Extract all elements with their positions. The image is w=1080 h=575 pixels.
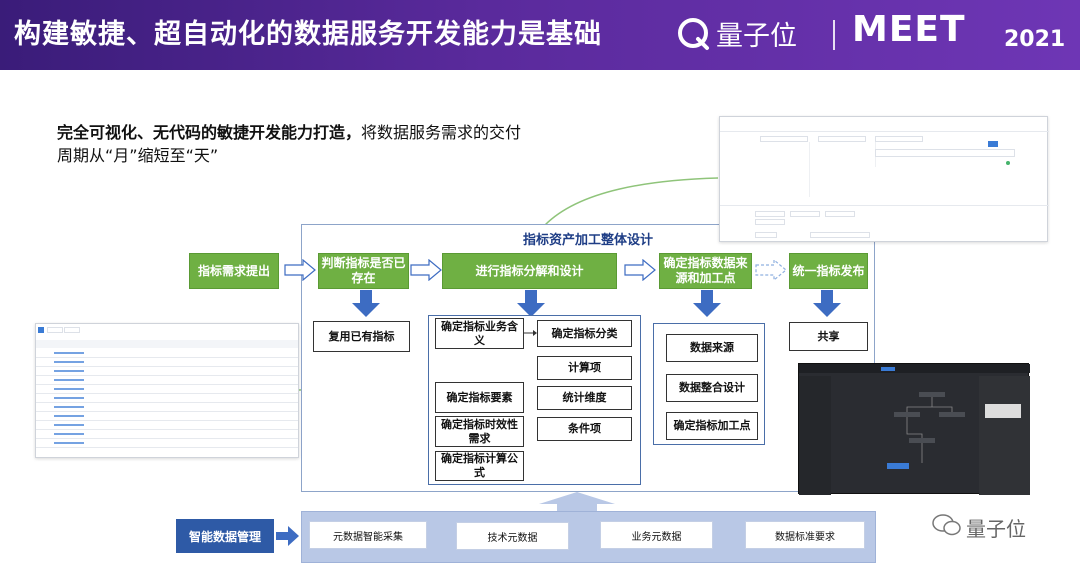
processing-point-box: 确定指标加工点 <box>666 412 758 440</box>
arrow-down-icon <box>813 290 841 317</box>
intro-bold: 完全可视化、无代码的敏捷开发能力打造， <box>57 123 362 142</box>
wechat-icon <box>932 514 961 536</box>
arrow-down-icon <box>352 290 380 317</box>
step-source: 确定指标数据来源和加工点 <box>659 253 752 289</box>
technical-metadata-box: 技术元数据 <box>456 522 569 550</box>
arrow-right-icon <box>276 526 299 546</box>
step-decompose: 进行指标分解和设计 <box>442 253 617 289</box>
event-name: MEET <box>852 9 966 50</box>
step-publish: 统一指标发布 <box>789 253 868 289</box>
logo-name: 量子位 <box>716 21 797 52</box>
arrow-down-icon <box>517 290 545 317</box>
event-year: 2021 <box>1004 27 1066 52</box>
dimension-box: 统计维度 <box>537 386 632 410</box>
calc-item-box: 计算项 <box>537 356 632 380</box>
watermark-text: 量子位 <box>966 517 1026 541</box>
business-meaning-box: 确定指标业务含义 <box>435 318 524 349</box>
arrow-down-icon <box>693 290 721 317</box>
indicator-form-screenshot <box>719 116 1049 242</box>
condition-box: 条件项 <box>537 417 632 441</box>
data-standard-box: 数据标准要求 <box>745 521 865 549</box>
qbitai-logo-icon <box>678 18 709 50</box>
frame-title: 指标资产加工整体设计 <box>522 233 653 248</box>
metadata-collection-box: 元数据智能采集 <box>309 521 427 549</box>
intro-rest: 将数据服务需求的交付周期从“月”缩短至“天” <box>57 123 522 165</box>
arrow-up-icon <box>539 492 615 512</box>
share-box: 共享 <box>789 322 868 351</box>
page-title: 构建敏捷、超自动化的数据服务开发能力是基础 <box>14 19 602 50</box>
step-check-exists: 判断指标是否已存在 <box>318 253 409 289</box>
reuse-box: 复用已有指标 <box>313 321 410 352</box>
step-requirement: 指标需求提出 <box>189 253 279 289</box>
header-banner: 构建敏捷、超自动化的数据服务开发能力是基础 量子位 MEET 2021 <box>0 0 1080 70</box>
link-arrow-icon <box>524 330 537 336</box>
arrow-right-icon <box>284 259 316 281</box>
business-metadata-box: 业务元数据 <box>600 521 713 549</box>
timeliness-box: 确定指标时效性需求 <box>435 416 524 447</box>
category-box: 确定指标分类 <box>537 320 632 347</box>
logo-divider <box>833 20 835 50</box>
integration-box: 数据整合设计 <box>666 374 758 402</box>
dashed-arrow-icon <box>755 259 787 281</box>
arrow-right-icon <box>624 259 656 281</box>
elements-box: 确定指标要素 <box>435 382 524 413</box>
data-source-box: 数据来源 <box>666 334 758 362</box>
indicator-list-screenshot <box>35 323 299 458</box>
formula-box: 确定指标计算公式 <box>435 451 524 481</box>
arrow-right-icon <box>410 259 442 281</box>
intelligent-data-management: 智能数据管理 <box>176 519 274 553</box>
flow-editor-screenshot <box>798 363 1030 495</box>
intro-text: 完全可视化、无代码的敏捷开发能力打造，将数据服务需求的交付周期从“月”缩短至“天… <box>57 121 527 167</box>
